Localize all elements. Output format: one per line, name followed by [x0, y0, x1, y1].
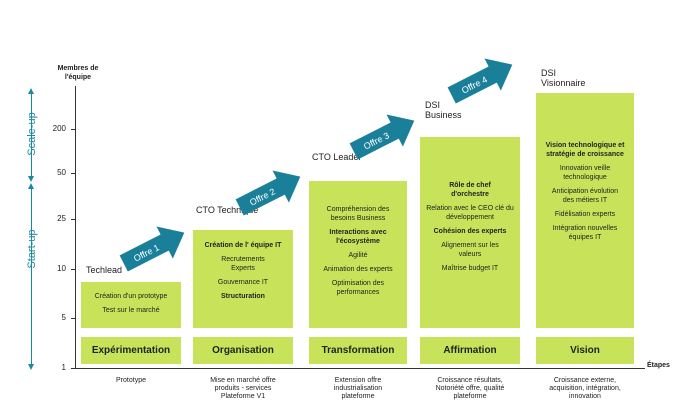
x-axis-title: Étapes: [647, 362, 670, 369]
stage-bar: Création de l' équipe IT Recrutements Ex…: [193, 230, 293, 328]
stage-outcome: Prototype: [116, 377, 146, 384]
stage-item: Animation des experts: [323, 266, 393, 273]
stage-item: Agilité: [348, 252, 368, 259]
stage-item: Relation avec le CEO clé du développemen…: [426, 205, 514, 221]
role-label: CTO Leader: [312, 152, 362, 162]
y-tick: [71, 269, 76, 270]
stage-item: Cohésion des experts: [433, 228, 507, 235]
stage-outcome: Croissance résultats, Notoriété offre, q…: [435, 377, 505, 400]
role-label: DSI Visionnaire: [541, 68, 586, 88]
stage-item: Structuration: [221, 293, 265, 300]
stage-item: Création de l' équipe IT: [204, 242, 282, 249]
stage-item: Intégration nouvelles équipes IT: [552, 225, 618, 241]
scale-up-label: Scale-up: [26, 112, 38, 156]
start-up-label: Start-up: [26, 229, 38, 269]
y-tick-label: 200: [52, 124, 66, 133]
stage-bar: Création d'un prototype Test sur le marc…: [81, 282, 181, 328]
offer-arrow-3: Offre 3: [349, 114, 415, 160]
stage-bar: Rôle de chef d'orchestre Relation avec l…: [420, 137, 520, 328]
offer-arrow-1: Offre 1: [119, 226, 185, 272]
stage-item: Optimisation des performances: [331, 280, 385, 296]
phase-label: Expérimentation: [81, 337, 181, 364]
phase-label: Affirmation: [420, 337, 520, 364]
stage-bar: Compréhension des besoins Business Inter…: [309, 181, 407, 328]
stage-bar: Vision technologique et stratégie de cro…: [536, 93, 634, 328]
phase-label: Transformation: [309, 337, 407, 364]
stage-outcome: Mise en marché offre produits - services…: [210, 377, 276, 400]
stage-item: Compréhension des besoins Business: [326, 206, 390, 222]
y-tick-label: 1: [61, 363, 66, 372]
y-tick-label: 50: [57, 168, 66, 177]
role-label: DSI Business: [425, 100, 462, 120]
y-tick-label: 10: [57, 264, 66, 273]
start-up-arrow-icon: [28, 183, 34, 189]
y-axis-title: Membres de l'équipe: [57, 65, 99, 81]
stage-item: Interactions avec l'écosystème: [329, 229, 387, 245]
stage-item: Anticipation évolution des métiers IT: [551, 188, 619, 204]
stage-item: Vision technologique et stratégie de cro…: [545, 142, 625, 158]
scale-up-arrow-icon: [28, 88, 34, 94]
x-axis-line: [75, 368, 645, 369]
stage-item: Alignement sur les valeurs: [441, 242, 499, 258]
start-up-line: [31, 189, 32, 367]
stage-item: Maîtrise budget IT: [441, 265, 499, 272]
stage-item: Innovation veille technologique: [559, 165, 611, 181]
stage-item: Fidélisation experts: [554, 211, 616, 218]
y-tick: [71, 129, 76, 130]
stage-item: Création d'un prototype: [94, 293, 168, 300]
role-label: Techlead: [86, 265, 123, 275]
y-tick: [71, 318, 76, 319]
stage-item: Test sur le marché: [102, 307, 160, 314]
offer-arrow-4: Offre 4: [447, 58, 513, 104]
y-tick: [71, 368, 76, 369]
y-tick-label: 5: [61, 313, 66, 322]
stage-item: Rôle de chef d'orchestre: [449, 182, 491, 198]
scale-up-line: [31, 93, 32, 176]
stage-item: Gouvernance IT: [217, 279, 269, 286]
y-tick: [71, 173, 76, 174]
y-tick: [71, 219, 76, 220]
offer-arrow-2: Offre 2: [235, 170, 301, 216]
phase-label: Organisation: [193, 337, 293, 364]
stage-item: Recrutements Experts: [221, 256, 265, 272]
start-up-arrow-down-icon: [28, 364, 34, 370]
role-label: CTO Technique: [196, 205, 259, 215]
phase-label: Vision: [536, 337, 634, 364]
stage-outcome: Extension offre industrialisation platef…: [333, 377, 383, 400]
stage-outcome: Croissance externe, acquisition, intégra…: [549, 377, 621, 400]
scale-up-arrow-down-icon: [28, 176, 34, 182]
y-axis-line: [75, 86, 76, 369]
y-tick-label: 25: [57, 214, 66, 223]
